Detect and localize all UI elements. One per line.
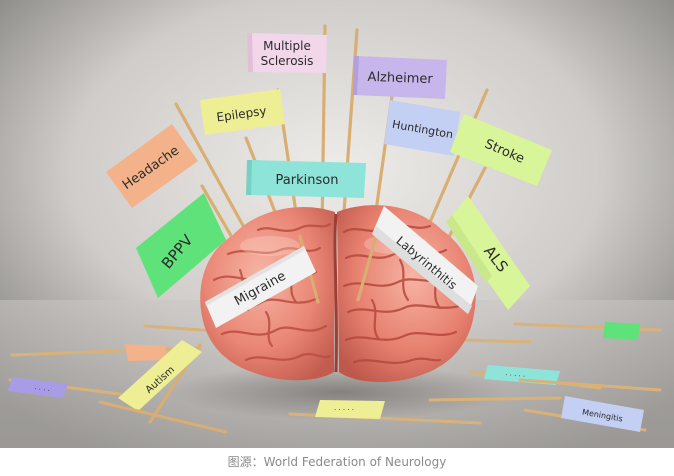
loose-flag-yellow [315,400,385,419]
loose-flag-purple [8,377,68,398]
flag-als: ALS [446,196,530,310]
flag-headache: Headache [106,124,198,208]
loose-flag-yellow-text: · · · · · [334,406,354,414]
loose-flag-green [603,322,640,340]
flag-multiple-sclerosis-line1: Multiple [263,39,311,53]
flag-epilepsy-label: Epilepsy [216,104,268,125]
flag-migraine: Migraine [205,246,316,328]
flag-huntington: Huntington [384,100,460,156]
photo: · · · · · · · · · · · · · · [0,0,674,448]
flag-meningitis: Meningitis [561,396,644,432]
flag-bppv: BPPV [136,193,226,298]
flag-stroke: Stroke [450,114,552,186]
brain-flags-illustration: · · · · · · · · · · · · · · [0,0,674,448]
loose-flags: · · · · · · · · · · · · · · [8,322,662,432]
loose-flag-teal-text: · · · · · [505,371,526,381]
image-caption: 图源：World Federation of Neurology [227,455,447,469]
flag-parkinson: Parkinson [246,160,366,198]
brain-shadow [170,364,510,420]
flag-epilepsy: Epilepsy [200,89,285,135]
flag-alzheimer-label: Alzheimer [367,70,433,87]
flag-parkinson-label: Parkinson [276,173,339,188]
flag-multiple-sclerosis-line2: Sclerosis [261,54,314,68]
flag-alzheimer: Alzheimer [353,56,447,99]
loose-flag-orange [125,344,168,361]
flag-multiple-sclerosis: Multiple Sclerosis [247,33,327,73]
loose-flag-purple-text: · · · · [34,385,50,395]
